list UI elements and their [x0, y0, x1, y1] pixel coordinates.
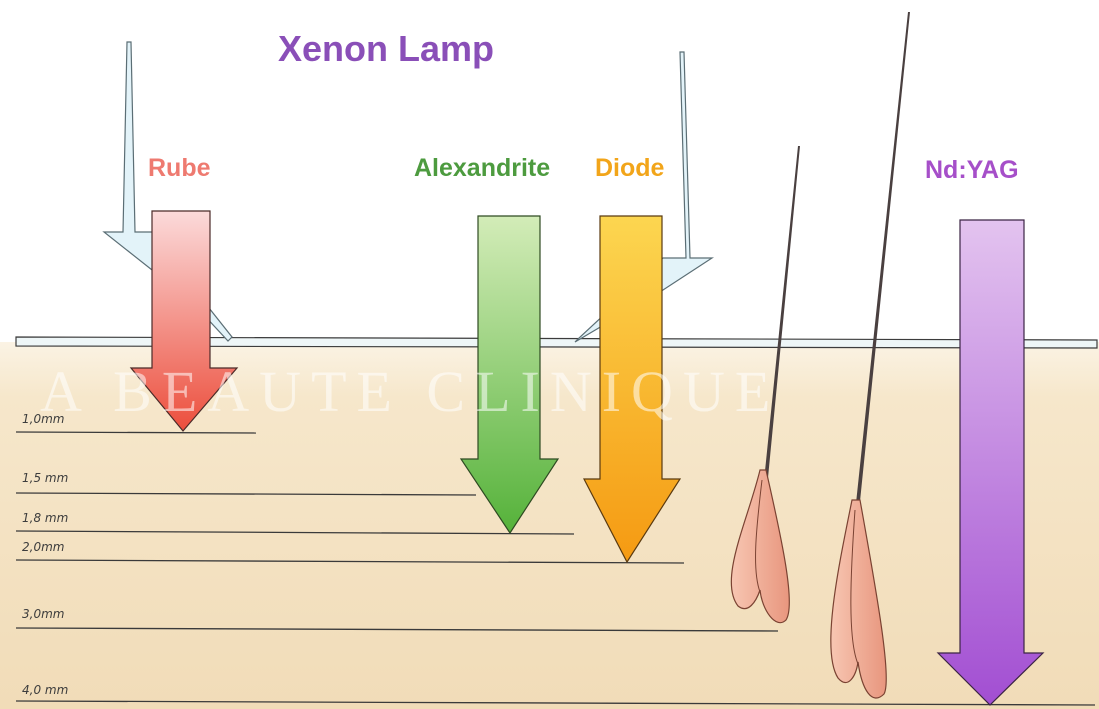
depth-label-1-0mm: 1,0mm	[22, 412, 64, 426]
diagram-title: Xenon Lamp	[278, 28, 494, 70]
depth-label-1-8mm: 1,8 mm	[22, 511, 68, 525]
label-alexandrite: Alexandrite	[414, 154, 550, 183]
watermark-text: A BEAUTE CLINIQUE	[40, 358, 780, 425]
label-ndyag: Nd:YAG	[925, 156, 1019, 185]
depth-label-4-0mm: 4,0 mm	[22, 683, 68, 697]
depth-label-3-0mm: 3,0mm	[22, 607, 64, 621]
depth-label-1-5mm: 1,5 mm	[22, 471, 68, 485]
depth-label-2-0mm: 2,0mm	[22, 540, 64, 554]
label-diode: Diode	[595, 154, 664, 183]
label-rube: Rube	[148, 154, 211, 183]
